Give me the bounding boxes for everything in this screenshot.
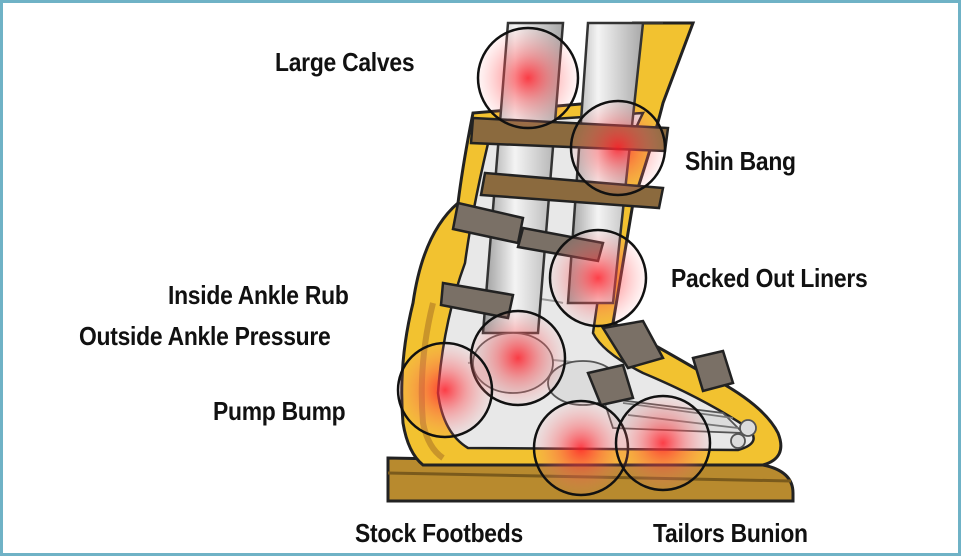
- label-packed-out-liners: Packed Out Liners: [671, 265, 867, 291]
- label-tailors-bunion: Tailors Bunion: [653, 520, 808, 546]
- hotspot-stock-footbeds: [534, 401, 628, 495]
- label-inside-ankle-rub: Inside Ankle Rub: [168, 282, 349, 308]
- hotspot-pump-bump: [398, 343, 492, 437]
- label-stock-footbeds: Stock Footbeds: [355, 520, 523, 546]
- label-outside-ankle-pressure: Outside Ankle Pressure: [79, 323, 330, 349]
- hotspot-packed-out-liners: [550, 230, 646, 326]
- label-pump-bump: Pump Bump: [213, 398, 345, 424]
- hotspot-shin-bang: [571, 101, 665, 195]
- label-shin-bang: Shin Bang: [685, 148, 796, 174]
- hotspot-tailors-bunion: [616, 396, 710, 490]
- hotspot-large-calves: [478, 28, 578, 128]
- label-large-calves: Large Calves: [275, 49, 414, 75]
